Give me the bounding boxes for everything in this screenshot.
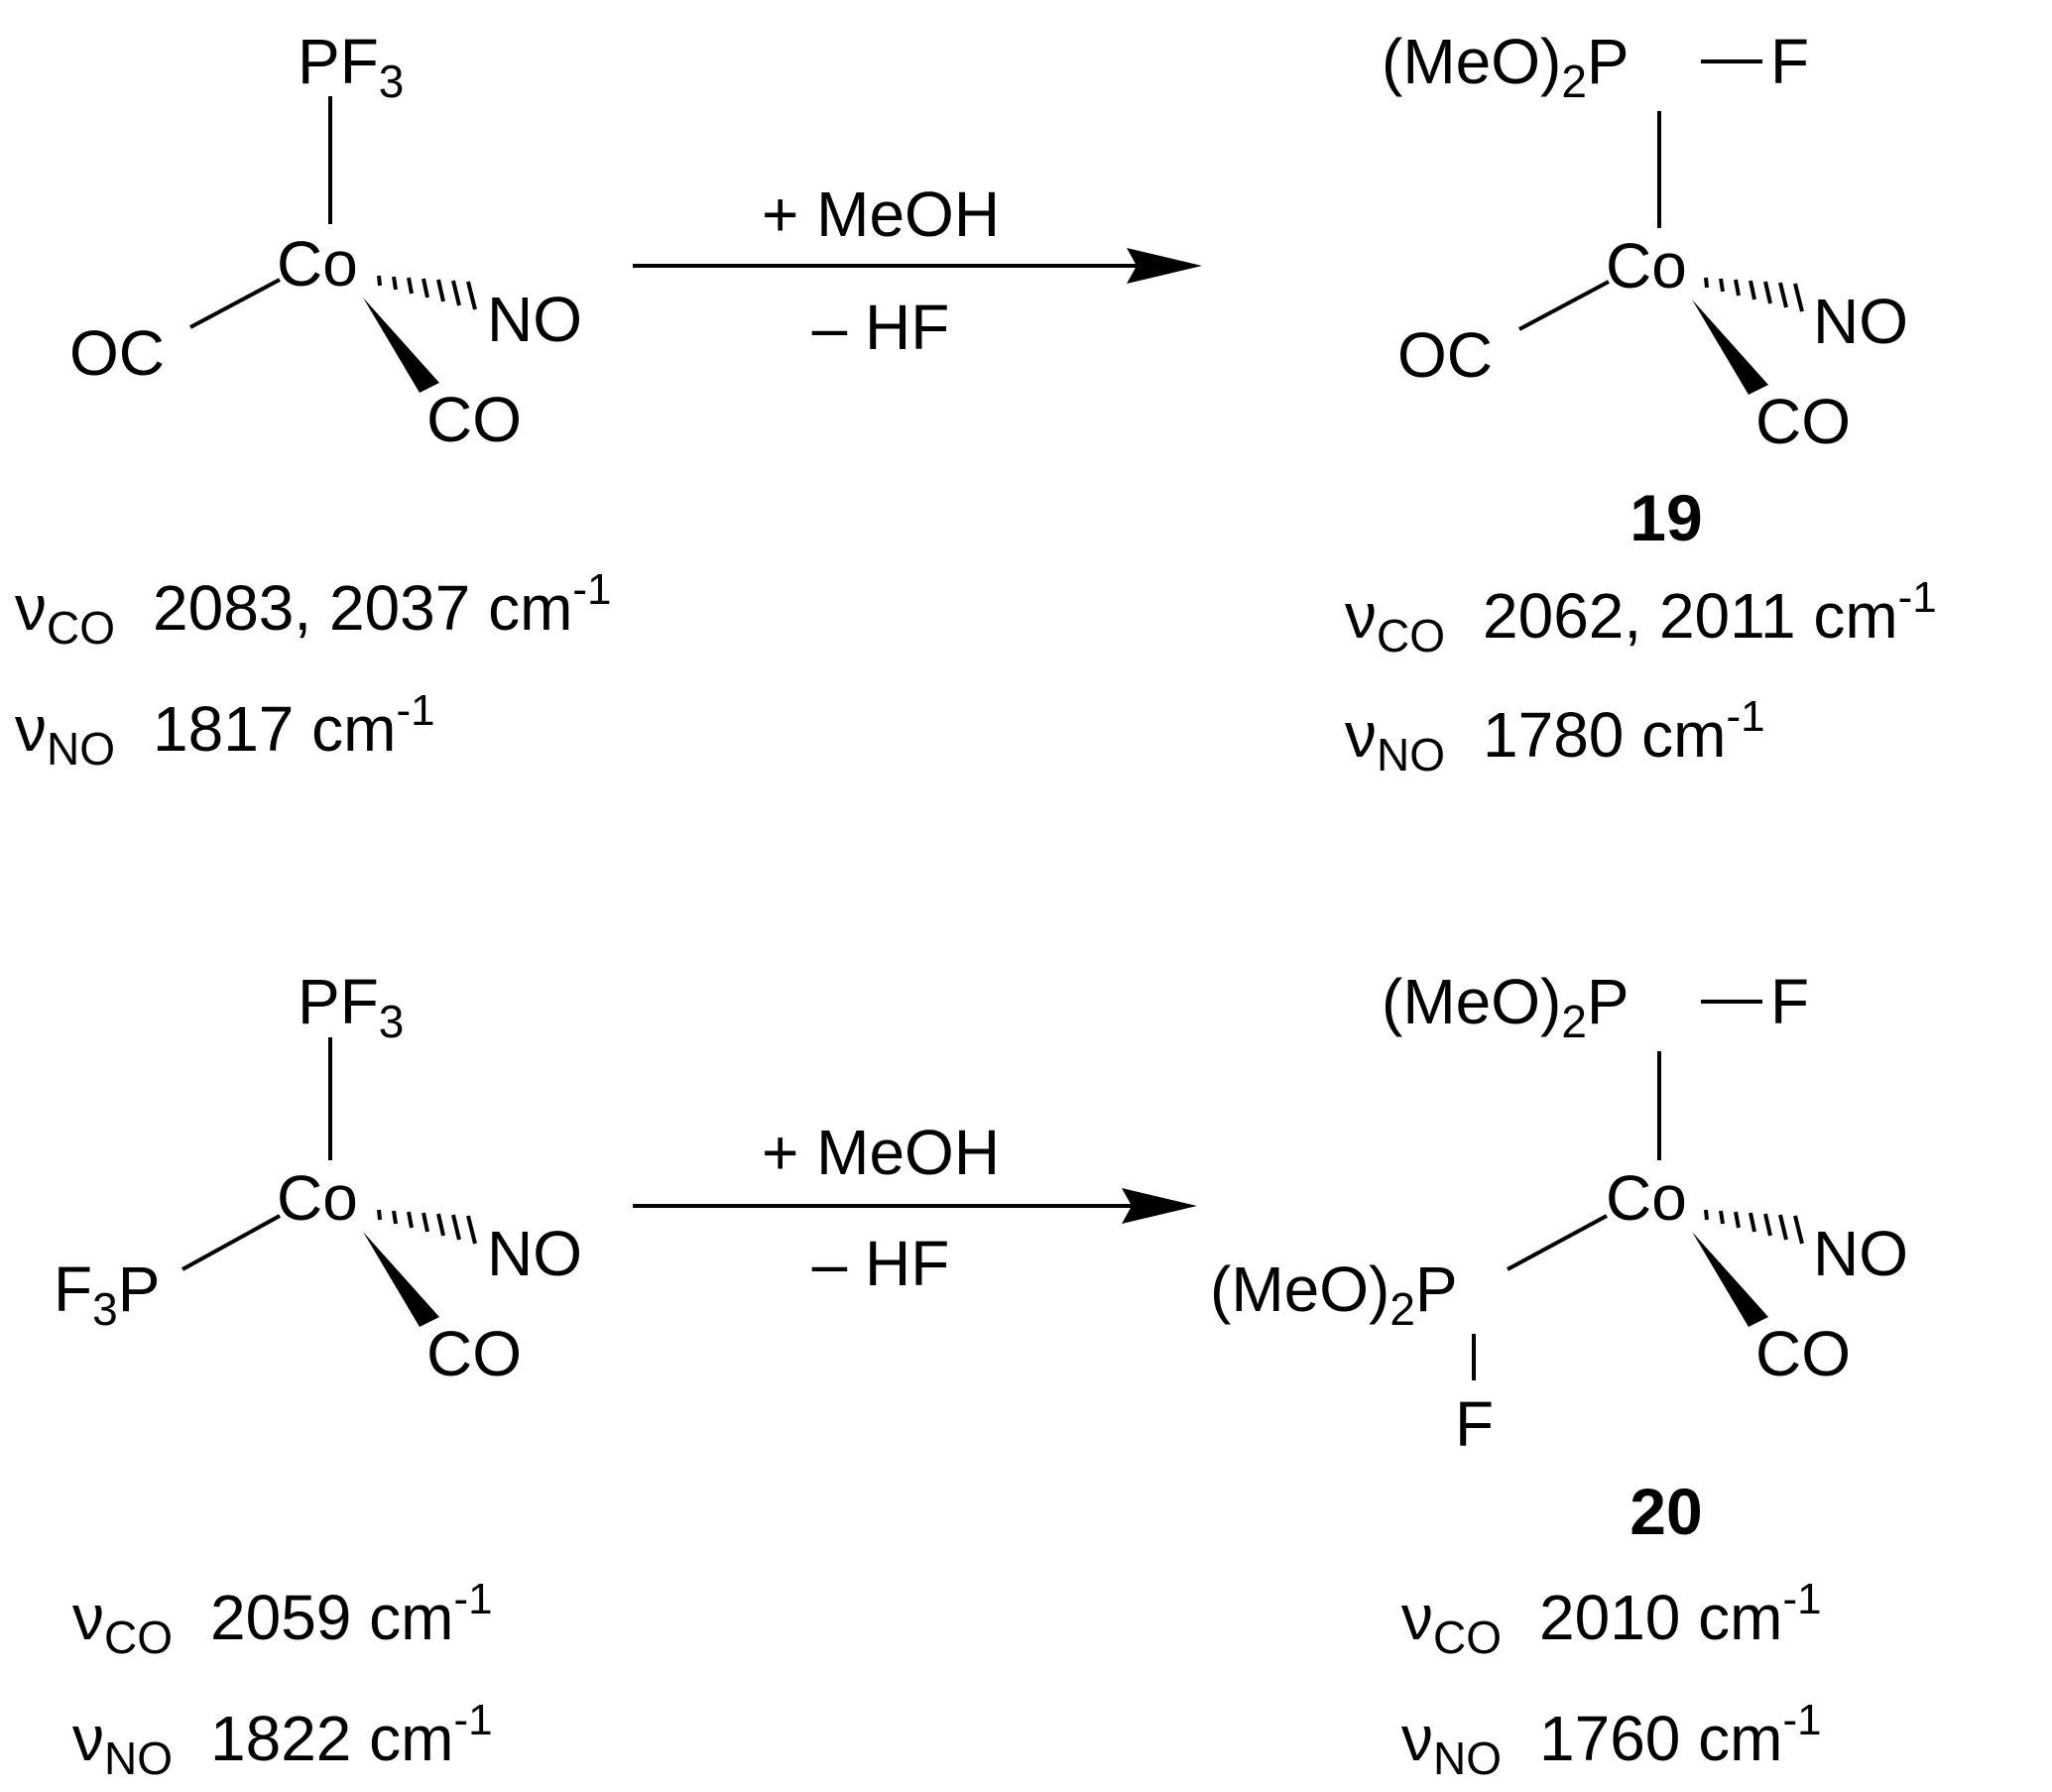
arrow-reagent-label: + MeOH — [762, 179, 1000, 250]
oc-co-bond — [1518, 280, 1610, 331]
no-ligand-label: NO — [1813, 1218, 1908, 1289]
pf3-ligand-label: PF3 — [298, 26, 404, 107]
oc-ligand-label: OC — [1397, 319, 1493, 391]
co-ligand-label: CO — [1755, 386, 1851, 457]
oc-co-bond — [189, 278, 281, 329]
fluorine-label: F — [1455, 1388, 1494, 1460]
wedge-bond — [1692, 299, 1768, 395]
arrow-head — [1122, 1188, 1197, 1224]
fluorine-label: F — [1770, 26, 1809, 97]
arrow-head — [1127, 248, 1202, 284]
wedge-bond — [363, 298, 439, 393]
hashed-bond — [1704, 277, 1804, 312]
wedge-bond — [363, 1232, 439, 1327]
arrow-byproduct-label: – HF — [812, 1228, 950, 1299]
cobalt-label: Co — [1606, 1162, 1687, 1234]
phosphite-co-bond — [1507, 1214, 1608, 1271]
cobalt-label: Co — [1606, 230, 1687, 301]
arrow-byproduct-label: – HF — [812, 292, 950, 363]
hashed-bond — [1704, 1209, 1804, 1245]
no-ligand-label: NO — [487, 284, 582, 355]
no-ligand-label: NO — [1813, 286, 1908, 357]
arrow-reagent-label: + MeOH — [762, 1117, 1000, 1188]
no-ligand-label: NO — [487, 1218, 582, 1289]
phosphite-ligand-label: (MeO)2P — [1382, 966, 1630, 1047]
compound-number: 19 — [1630, 481, 1702, 554]
wedge-bond — [1692, 1232, 1768, 1327]
compound-number: 20 — [1630, 1475, 1702, 1548]
phosphite-left-ligand-label: (MeO)2P — [1210, 1254, 1458, 1335]
co-ligand-label: CO — [1755, 1318, 1851, 1389]
reaction-1-arrow: + MeOH – HF — [633, 179, 1202, 363]
pf3-co-bond — [181, 1214, 281, 1271]
cobalt-label: Co — [277, 228, 358, 299]
reaction-2-arrow: + MeOH – HF — [633, 1117, 1197, 1299]
co-ligand-label: CO — [426, 1318, 522, 1389]
cobalt-label: Co — [277, 1162, 358, 1234]
hashed-bond — [377, 1209, 477, 1245]
phosphite-ligand-label: (MeO)2P — [1382, 26, 1630, 107]
co-ligand-label: CO — [426, 384, 522, 455]
hashed-bond — [377, 275, 477, 310]
pf3-left-ligand-label: F3P — [54, 1254, 160, 1335]
pf3-ligand-label: PF3 — [298, 966, 404, 1047]
oc-ligand-label: OC — [69, 317, 165, 389]
fluorine-label: F — [1770, 966, 1809, 1037]
